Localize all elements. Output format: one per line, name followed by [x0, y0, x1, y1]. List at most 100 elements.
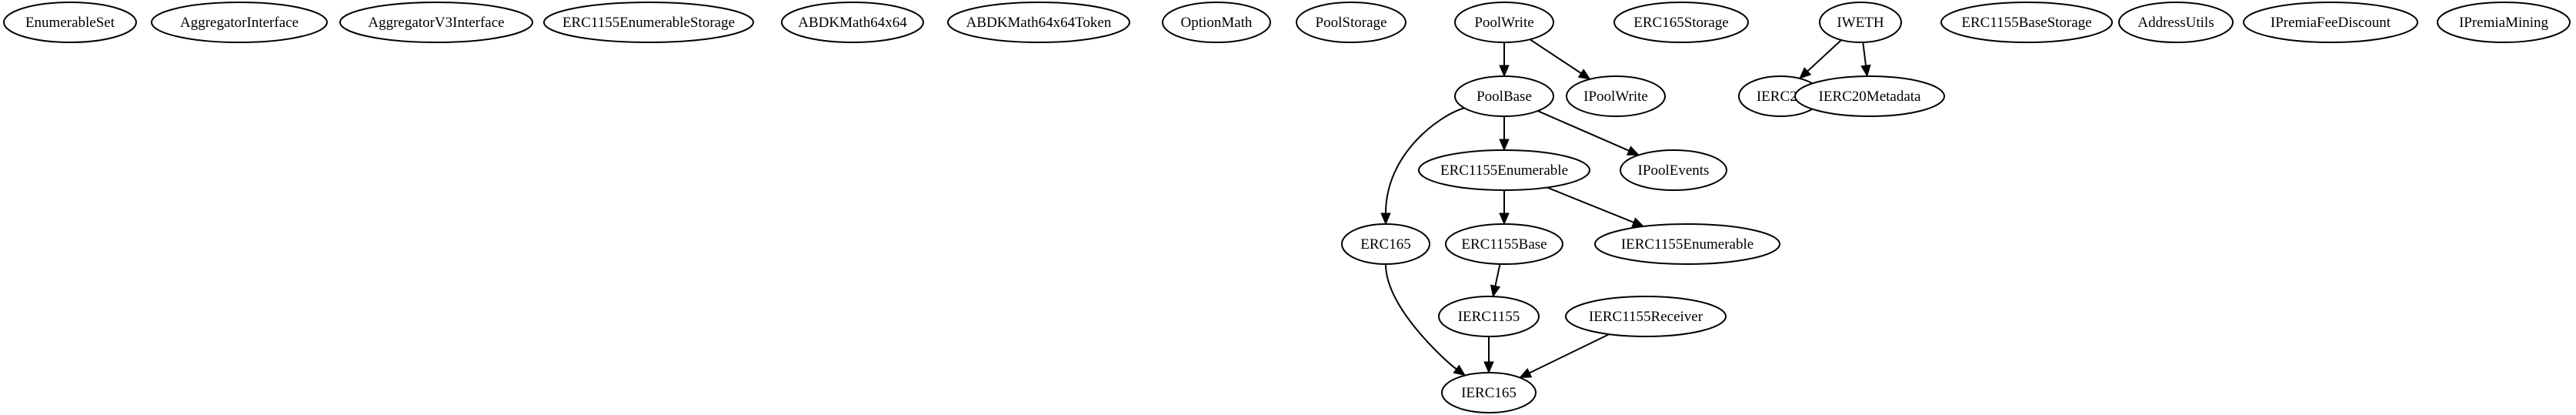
node-label: IWETH	[1837, 15, 1884, 31]
node-label: IPremiaMining	[2459, 15, 2549, 31]
node-ellipse	[1341, 223, 1430, 265]
edge-pool-base-to-i-pool-events	[1537, 110, 1640, 156]
node-ellipse	[1565, 296, 1727, 337]
node-pool-base: PoolBase	[1454, 75, 1554, 117]
node-ellipse	[1418, 149, 1590, 191]
node-label: ERC1155BaseStorage	[1961, 15, 2091, 31]
node-ellipse	[2243, 2, 2418, 43]
edge-line	[1547, 186, 1634, 223]
node-label: AggregatorInterface	[180, 15, 299, 31]
node-label: ABDKMath64x64	[798, 15, 907, 31]
edge-ierc1155-to-ierc165	[1483, 336, 1494, 374]
arrowhead-icon	[1626, 146, 1640, 156]
edge-line	[1494, 263, 1501, 286]
edge-line	[1862, 42, 1867, 66]
node-ellipse	[1794, 75, 1945, 117]
arrowhead-icon	[1490, 284, 1501, 298]
node-i-premia-fee-discount: IPremiaFeeDiscount	[2243, 2, 2418, 43]
node-ellipse	[1620, 149, 1727, 191]
node-label: ERC1155Enumerable	[1440, 162, 1568, 179]
node-ellipse	[339, 2, 533, 43]
arrowhead-icon	[1499, 65, 1510, 78]
edge-line	[1385, 263, 1457, 370]
node-ierc1155: IERC1155	[1438, 296, 1540, 337]
edges-layer	[1380, 38, 1871, 379]
node-ellipse	[3, 2, 137, 43]
node-label: IERC20Metadata	[1819, 89, 1922, 105]
node-erc1155-enumerable-storage: ERC1155EnumerableStorage	[543, 2, 754, 43]
node-label: PoolStorage	[1316, 15, 1387, 31]
node-ellipse	[1445, 223, 1563, 265]
node-ellipse	[1454, 75, 1554, 117]
node-erc165: ERC165	[1341, 223, 1430, 265]
node-ierc165: IERC165	[1441, 372, 1537, 413]
node-ellipse	[1438, 296, 1540, 337]
node-label: IPoolEvents	[1638, 162, 1710, 179]
node-i-pool-events: IPoolEvents	[1620, 149, 1727, 191]
edge-ierc1155-receiver-to-ierc165	[1519, 333, 1610, 379]
node-ellipse	[1441, 372, 1537, 413]
node-aggregator-interface: AggregatorInterface	[151, 2, 328, 43]
edge-line	[1385, 107, 1465, 214]
node-label: ERC1155EnumerableStorage	[562, 15, 735, 31]
edge-line	[1807, 39, 1842, 72]
node-ellipse	[781, 2, 924, 43]
node-label: ABDKMath64x64Token	[966, 15, 1112, 31]
arrowhead-icon	[1453, 364, 1467, 377]
node-abdk-math64x64-token: ABDKMath64x64Token	[947, 2, 1130, 43]
edge-line	[1529, 38, 1582, 74]
node-ierc20-metadata: IERC20Metadata	[1794, 75, 1945, 117]
node-ellipse	[1566, 75, 1666, 117]
node-ellipse	[1296, 2, 1406, 43]
node-ellipse	[1940, 2, 2113, 43]
node-label: ERC165	[1360, 236, 1410, 253]
edge-pool-write-to-pool-base	[1499, 42, 1510, 78]
node-label: AddressUtils	[2137, 15, 2214, 31]
node-i-premia-mining: IPremiaMining	[2437, 2, 2571, 43]
nodes-layer: EnumerableSet AggregatorInterface Aggregat…	[3, 2, 2571, 413]
node-label: OptionMath	[1181, 15, 1253, 31]
node-erc1155-base: ERC1155Base	[1445, 223, 1563, 265]
edge-erc1155-enumerable-to-ierc1155-enumerable	[1547, 186, 1645, 227]
node-ierc20: IERC20	[1738, 75, 1823, 117]
node-ierc1155-enumerable: IERC1155Enumerable	[1594, 223, 1780, 265]
edge-erc165-to-ierc165	[1385, 263, 1467, 377]
node-label: IERC1155Receiver	[1589, 309, 1703, 325]
node-ierc1155-receiver: IERC1155Receiver	[1565, 296, 1727, 337]
node-erc1155-enumerable: ERC1155Enumerable	[1418, 149, 1590, 191]
edge-erc1155-base-to-ierc1155	[1490, 263, 1501, 298]
node-i-pool-write: IPoolWrite	[1566, 75, 1666, 117]
node-ellipse	[1454, 2, 1554, 43]
node-label: IPoolWrite	[1583, 89, 1648, 105]
node-ellipse	[1594, 223, 1780, 265]
node-label: EnumerableSet	[25, 15, 115, 31]
node-abdk-math64x64: ABDKMath64x64	[781, 2, 924, 43]
node-aggregator-v3-interface: AggregatorV3Interface	[339, 2, 533, 43]
node-ellipse	[151, 2, 328, 43]
node-erc1155-base-storage: ERC1155BaseStorage	[1940, 2, 2113, 43]
arrowhead-icon	[1380, 213, 1391, 226]
node-ellipse	[2437, 2, 2571, 43]
node-label: ERC165Storage	[1633, 15, 1729, 31]
edge-iweth-to-ierc20-metadata	[1860, 42, 1871, 78]
node-address-utils: AddressUtils	[2118, 2, 2234, 43]
node-ellipse	[947, 2, 1130, 43]
node-label: IERC1155Enumerable	[1621, 236, 1753, 253]
node-label: IPremiaFeeDiscount	[2271, 15, 2391, 31]
node-label: PoolWrite	[1474, 15, 1533, 31]
node-option-math: OptionMath	[1162, 2, 1271, 43]
arrowhead-icon	[1483, 361, 1494, 374]
edge-pool-base-to-erc165	[1380, 107, 1465, 226]
node-ellipse	[1613, 2, 1749, 43]
edge-line	[1529, 333, 1610, 374]
edge-line	[1537, 110, 1630, 152]
arrowhead-icon	[1577, 69, 1591, 80]
arrowhead-icon	[1860, 64, 1871, 78]
arrowhead-icon	[1799, 67, 1812, 79]
edge-iweth-to-ierc20	[1799, 39, 1842, 79]
node-ellipse	[1819, 2, 1902, 43]
node-label: IERC1155	[1458, 309, 1520, 325]
node-erc165-storage: ERC165Storage	[1613, 2, 1749, 43]
edge-pool-base-to-erc1155-enumerable	[1499, 116, 1510, 152]
